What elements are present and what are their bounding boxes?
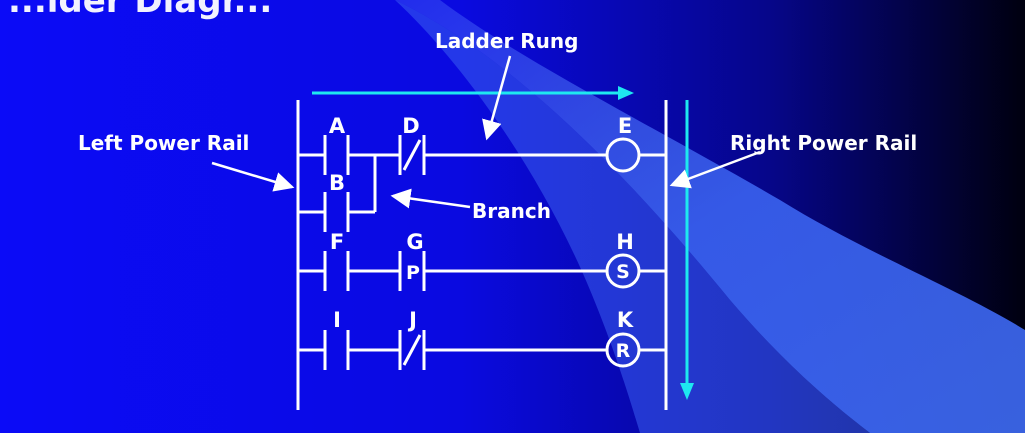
right-power-rail-label: Right Power Rail: [730, 131, 917, 155]
contact-d-label: D: [402, 114, 419, 138]
coil-k-label: K: [617, 308, 634, 332]
contact-i-label: I: [333, 308, 341, 332]
contact-g-label: G: [406, 230, 423, 254]
slide-title-fragment: ...lder Diagr...: [8, 0, 272, 21]
coil-e-label: E: [618, 114, 632, 138]
right-rail-pointer: [669, 150, 761, 189]
ladder-rung-pointer: [482, 55, 512, 141]
background-swoosh: [395, 0, 1025, 433]
branch-label: Branch: [472, 199, 551, 223]
left-power-rail-label: Left Power Rail: [78, 131, 249, 155]
flow-arrows: [312, 86, 694, 400]
contact-a-label: A: [329, 114, 346, 138]
left-rail-pointer: [211, 161, 295, 192]
contact-b-label: B: [329, 171, 345, 195]
coil-h-label: H: [616, 230, 634, 254]
ladder-rung-label: Ladder Rung: [435, 29, 578, 53]
contact-j-label: J: [407, 308, 417, 332]
ladder-lines: [296, 100, 668, 410]
coil-k-symbol: R: [616, 340, 631, 362]
coil-h-symbol: S: [616, 261, 630, 283]
branch-pointer: [390, 188, 471, 209]
contact-f-label: F: [330, 230, 344, 254]
background-swoosh-edge: [395, 0, 870, 433]
contact-g-symbol: P: [406, 262, 420, 284]
